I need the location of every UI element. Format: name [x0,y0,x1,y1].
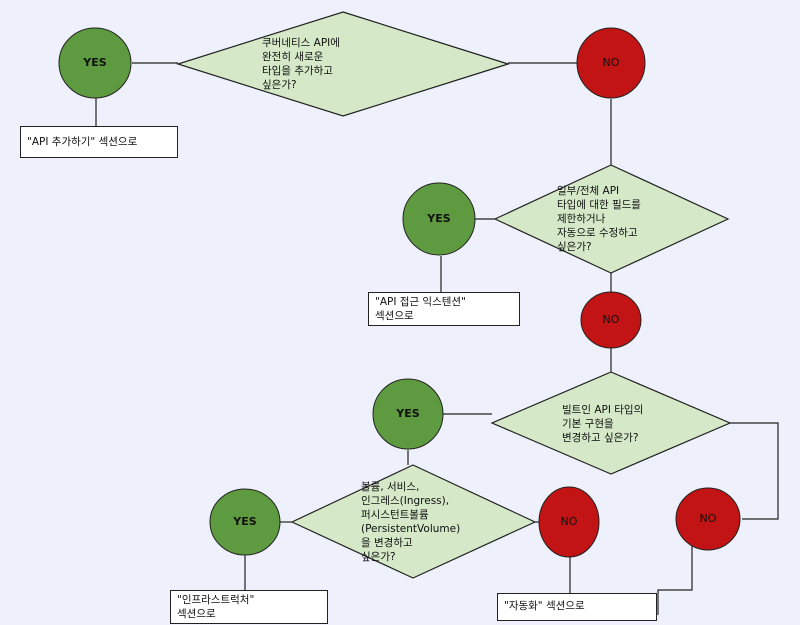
no-label-2: NO [602,313,620,326]
decision-4-line-6: 싶은가? [361,551,396,563]
outcome-1-line-1: "API 추가하기" 섹션으로 [27,136,138,148]
yes-node-4 [209,488,281,556]
decision-diamond-2 [493,164,730,274]
no-node-1 [576,27,646,99]
decision-text-4: 볼륨, 서비스, 인그레스(Ingress), 퍼시스턴트볼륨 (Persist… [361,480,460,564]
decision-diamond-4 [290,464,537,579]
outcome-box-add-api: "API 추가하기" 섹션으로 [20,126,178,158]
outcome-box-api-access-extension: "API 접근 익스텐션" 섹션으로 [368,292,520,326]
connector-diamond3-no3 [728,422,779,520]
decision-1-line-1: 쿠버네티스 API에 [262,37,340,49]
decision-text-2: 일부/전체 API 타입에 대한 필드를 제한하거나 자동으로 수정하고 싶은가… [557,184,641,254]
decision-1-line-2: 완전히 새로운 [262,51,324,63]
decision-diamond-1 [176,11,510,117]
outcome-2-line-1: "API 접근 익스텐션" [375,296,466,308]
decision-4-line-3: 퍼시스턴트볼륨 [361,509,429,521]
outcome-2-line-2: 섹션으로 [375,310,414,322]
decision-4-line-1: 볼륨, 서비스, [361,481,420,493]
decision-1-line-3: 타입을 추가하고 [262,65,333,77]
no-label-4: NO [560,515,578,528]
decision-4-line-5: 을 변경하고 [361,537,413,549]
decision-2-line-3: 제한하거나 [557,213,606,225]
decision-2-line-2: 타입에 대한 필드를 [557,199,641,211]
connectors [95,62,779,615]
no-label-1: NO [602,56,620,69]
decision-text-3: 빌트인 API 타입의 기본 구현을 변경하고 싶은가? [562,403,643,445]
yes-label-2: YES [427,212,451,225]
outcome-3-line-2: 섹션으로 [177,608,216,620]
decision-4-line-2: 인그레스(Ingress), [361,495,450,507]
no-label-3: NO [699,512,717,525]
decision-1-line-4: 싶은가? [262,79,297,91]
decision-3-line-3: 변경하고 싶은가? [562,432,639,444]
decision-4-line-4: (PersistentVolume) [361,523,461,535]
no-node-2 [580,291,642,349]
yes-node-1 [58,27,132,99]
yes-label-4: YES [233,515,257,528]
connector-no3-box4 [657,539,693,615]
yes-node-2 [402,182,476,256]
decision-2-line-1: 일부/전체 API [557,185,620,197]
decision-3-line-2: 기본 구현을 [562,418,614,430]
no-node-4 [538,486,600,558]
decision-2-line-4: 자동으로 수정하고 [557,227,638,239]
outcome-box-automation: "자동화" 섹션으로 [497,593,657,621]
yes-node-3 [372,378,444,450]
yes-label-1: YES [83,56,107,69]
outcome-4-line-1: "자동화" 섹션으로 [504,600,585,612]
decision-text-1: 쿠버네티스 API에 완전히 새로운 타입을 추가하고 싶은가? [262,36,340,92]
outcome-3-line-1: "인프라스트럭처" [177,594,255,606]
no-node-3 [675,487,741,551]
decision-2-line-5: 싶은가? [557,241,592,253]
yes-label-3: YES [396,407,420,420]
decision-3-line-1: 빌트인 API 타입의 [562,404,644,416]
decision-diamond-3 [490,371,732,475]
outcome-box-infrastructure: "인프라스트럭처" 섹션으로 [170,590,328,624]
